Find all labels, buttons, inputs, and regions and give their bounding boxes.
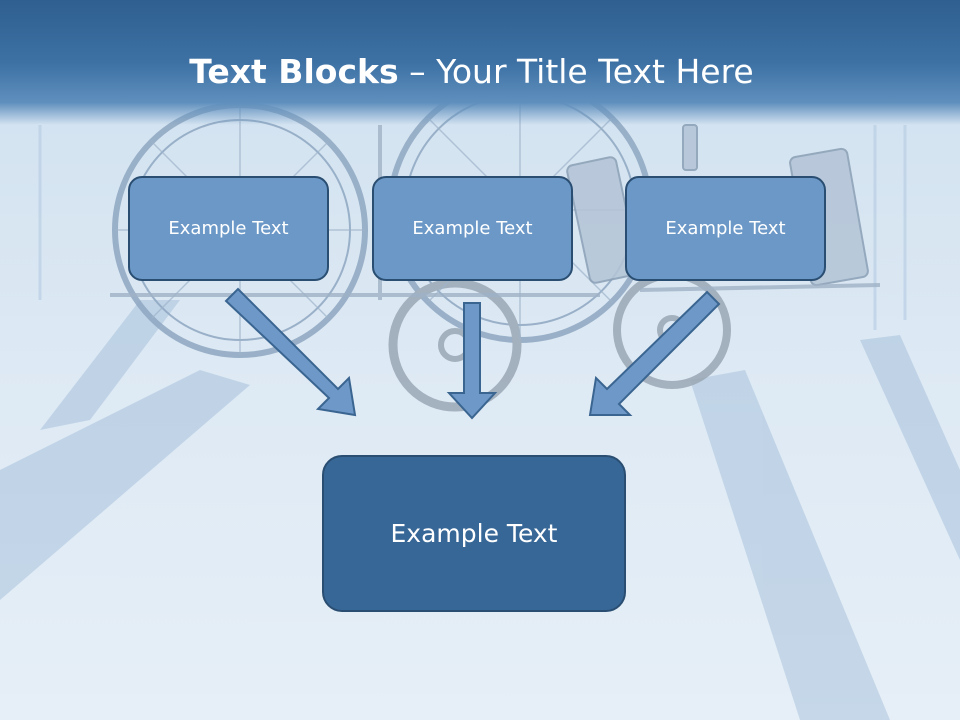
floor-stripes — [0, 300, 960, 720]
arrow-left — [224, 287, 357, 417]
title-bold-part: Text Blocks — [189, 52, 399, 91]
title-dash: – — [398, 52, 437, 91]
text-block-3-label: Example Text — [665, 218, 786, 239]
arrow-center — [446, 302, 498, 420]
target-block-label: Example Text — [390, 519, 558, 548]
text-block-2-label: Example Text — [412, 218, 533, 239]
target-block: Example Text — [322, 455, 626, 612]
text-block-3: Example Text — [625, 176, 826, 281]
title-rest-part: Your Title Text Here — [436, 52, 754, 91]
slide-title: Text Blocks – Your Title Text Here — [0, 52, 943, 91]
wall-details — [38, 125, 907, 330]
arrow-right — [588, 290, 721, 416]
text-block-1-label: Example Text — [168, 218, 289, 239]
title-bar — [0, 0, 960, 125]
text-block-1: Example Text — [128, 176, 329, 281]
text-block-2: Example Text — [372, 176, 573, 281]
